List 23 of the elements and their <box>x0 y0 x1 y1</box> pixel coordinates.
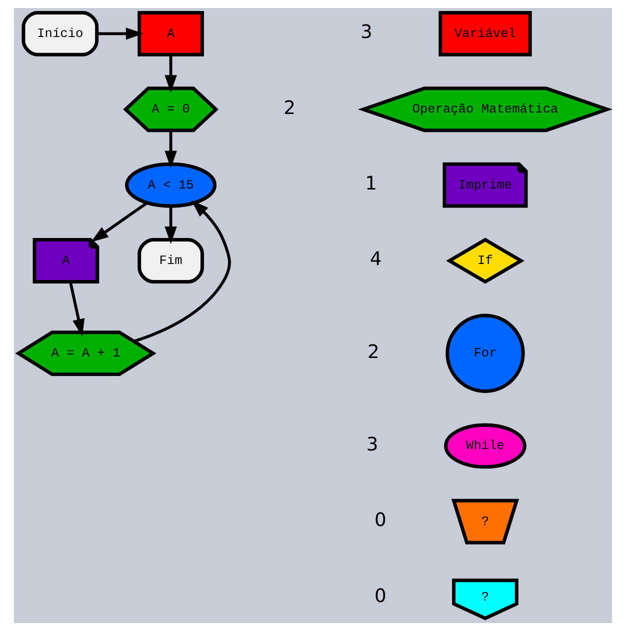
node-ellipse: While <box>444 423 526 469</box>
arrow <box>164 206 176 244</box>
node-label: 2 <box>367 342 379 363</box>
arrow <box>68 282 84 337</box>
node-box: Fim <box>137 238 204 284</box>
arrow <box>164 54 176 93</box>
node-label: 0 <box>374 510 386 532</box>
node-label: 4 <box>369 249 382 270</box>
arrow <box>96 28 143 40</box>
node-box: Início <box>21 10 98 56</box>
arrow <box>164 130 176 168</box>
node-ellipse: A < 15 <box>124 162 216 208</box>
node-circle: For <box>445 314 524 393</box>
node-box: Variável <box>438 10 532 56</box>
node-label: 0 <box>374 586 386 607</box>
node-label: 3 <box>360 22 372 44</box>
arrow <box>132 200 230 343</box>
node-box: A <box>137 10 204 56</box>
node-label: 3 <box>366 434 378 456</box>
arrow <box>90 202 148 242</box>
node-label: 1 <box>364 173 377 194</box>
node-diamond: If <box>445 238 524 284</box>
node-label: 2 <box>283 98 296 119</box>
